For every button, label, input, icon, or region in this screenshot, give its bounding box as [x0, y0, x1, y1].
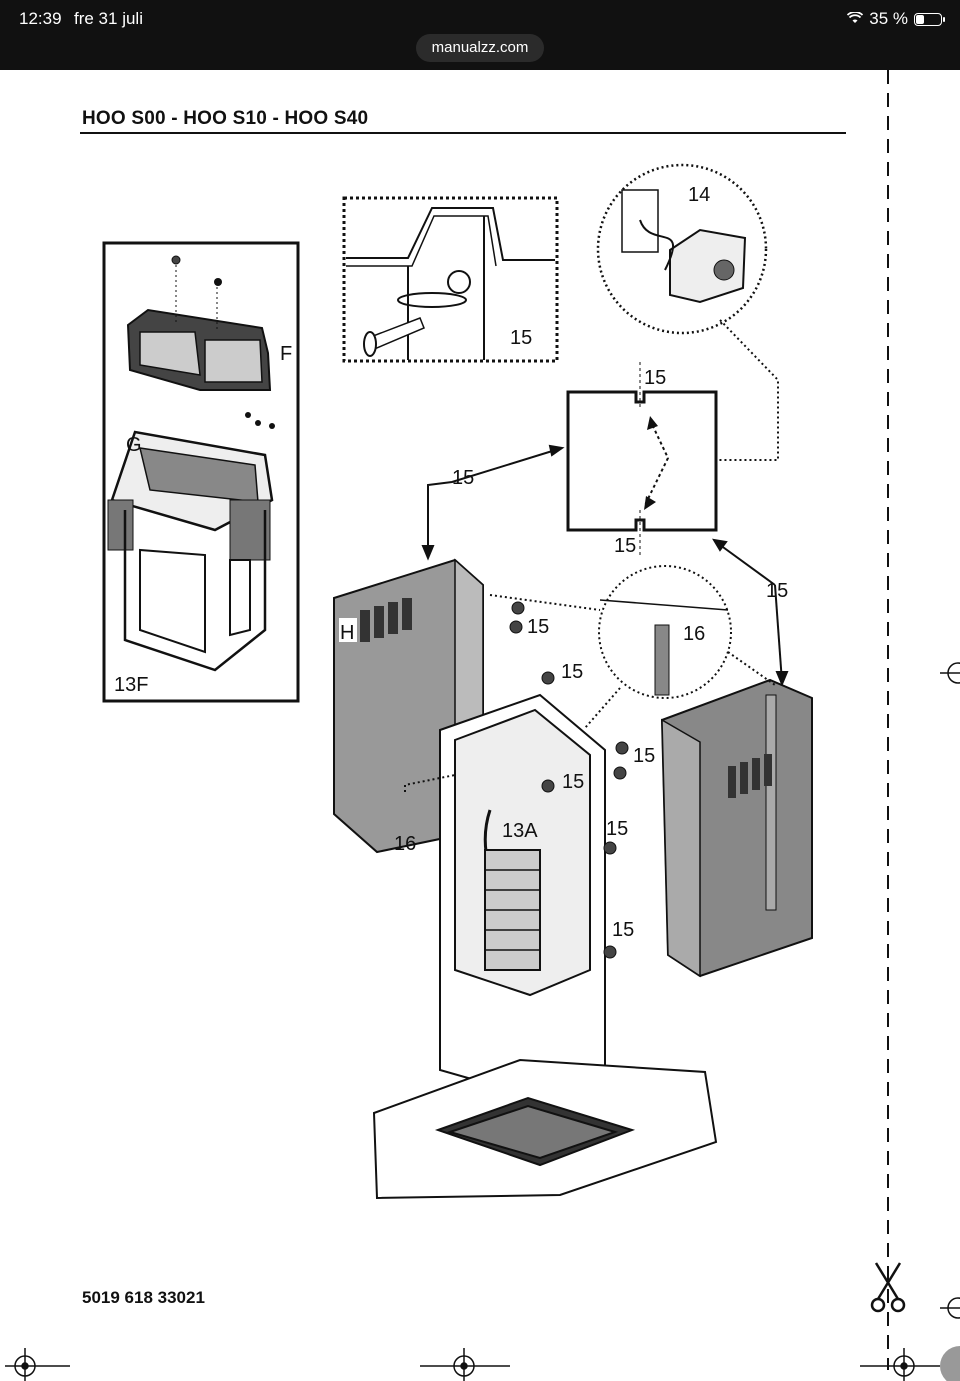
- inset-13F: [102, 241, 300, 703]
- document-code: 5019 618 33021: [82, 1288, 205, 1307]
- label-F: F: [280, 343, 292, 365]
- document-title: HOO S00 - HOO S10 - HOO S40: [82, 108, 369, 129]
- status-time: 12:39: [19, 9, 62, 28]
- url-bar[interactable]: manualzz.com: [416, 34, 544, 62]
- arrows-15: [421, 444, 789, 687]
- label-13A: 13A: [502, 820, 538, 842]
- label-15: 15: [606, 818, 628, 840]
- registration-mark-icon: [940, 662, 960, 684]
- registration-mark-icon: [5, 1348, 70, 1381]
- label-15: 15: [612, 919, 634, 941]
- label-H: H: [340, 622, 354, 644]
- label-15: 15: [766, 580, 788, 602]
- label-14: 14: [688, 184, 710, 206]
- label-13F: 13F: [114, 674, 148, 696]
- label-16: 16: [394, 833, 416, 855]
- label-G: G: [126, 434, 142, 456]
- title-rule: [80, 132, 846, 134]
- inset-16: [404, 565, 776, 792]
- label-15: 15: [561, 661, 583, 683]
- registration-mark-icon: [420, 1348, 510, 1381]
- label-15: 15: [614, 535, 636, 557]
- battery-icon: [914, 12, 945, 26]
- wifi-icon: [847, 9, 864, 29]
- registration-mark-icon: [860, 1348, 940, 1381]
- inset-14: [596, 163, 779, 461]
- status-bar: 12:39 fre 31 juli 35 % manualzz.com: [0, 0, 960, 70]
- chimney-frame: [439, 693, 606, 1102]
- hood-canopy: [372, 1058, 718, 1200]
- status-right-group: 35 %: [847, 9, 945, 29]
- assembly-diagram: 13F F G: [5, 70, 960, 1381]
- label-15: 15: [644, 367, 666, 389]
- duct-cross-section: [566, 362, 718, 555]
- label-15: 15: [527, 616, 549, 638]
- color-wheel-mark: [940, 1346, 960, 1381]
- label-15: 15: [452, 467, 474, 489]
- label-15: 15: [510, 327, 532, 349]
- battery-percent: 35 %: [869, 9, 908, 28]
- registration-mark-icon: [940, 1297, 960, 1319]
- label-15: 15: [562, 771, 584, 793]
- status-date: fre 31 juli: [74, 9, 143, 28]
- inset-screw-detail: [342, 196, 559, 363]
- screw-icons: [171, 255, 629, 959]
- label-15: 15: [633, 745, 655, 767]
- side-panel-right: [660, 678, 813, 978]
- label-16: 16: [683, 623, 705, 645]
- scissors-icon: [870, 1262, 906, 1313]
